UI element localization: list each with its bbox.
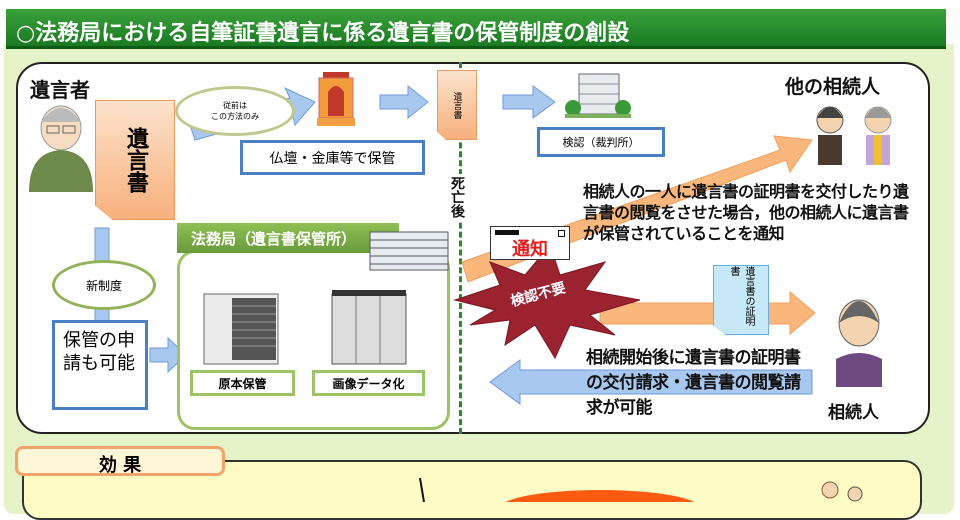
storage-cabinet-icon: [203, 293, 279, 365]
digitize-box: 画像データ化: [312, 370, 425, 396]
court-box: 検認（裁判所）: [537, 127, 665, 157]
storage-box: 仏壇・金庫等で保管: [240, 140, 425, 175]
testator-person-icon: [29, 105, 93, 192]
after-death-label: 死亡後: [447, 174, 467, 220]
blue-connector: [94, 227, 110, 263]
testator-will-document: 遺言書: [95, 100, 175, 220]
heir-label: 相続人: [828, 403, 879, 423]
blue-arrow-to-doc: [379, 84, 429, 120]
stamp-bar: [495, 230, 519, 235]
effect-illustration: [419, 478, 695, 502]
death-divider: [459, 62, 462, 434]
effect-tab: 効 果: [15, 446, 225, 476]
server-icon: [331, 290, 407, 365]
application-box: 保管の申請も可能: [52, 320, 148, 410]
blue-arrow-to-court: [502, 85, 556, 119]
office-title: 法務局（遺言書保管所）: [177, 223, 399, 253]
certificate-label: 遺言書の証明書: [728, 266, 754, 326]
altar-icon: [317, 72, 355, 126]
will-label: 遺言書: [123, 127, 148, 193]
court-building-icon: [565, 73, 631, 118]
notice-label: 通知: [512, 239, 548, 260]
stamp-square: [558, 230, 565, 237]
request-text: 相続開始後に遺言書の証明書の交付請求・遺言書の閲覧請求が可能: [586, 348, 801, 418]
other-heirs-label: 他の相続人: [785, 76, 881, 98]
small-will-document: 遺言書: [437, 70, 477, 140]
effect-people-icon: [821, 481, 863, 502]
page-title: ○法務局における自筆証書遺言に係る遺言書の保管制度の創設: [6, 9, 946, 49]
heir-person-icon: [836, 299, 882, 387]
certificate-document: 遺言書の証明書: [713, 265, 769, 335]
notice-text: 相続人の一人に遺言書の証明書を交付したり遺言書の閲覧をさせた場合，他の相続人に遺…: [583, 182, 909, 243]
blue-arrow-from-heir: [489, 359, 813, 405]
old-method-bubble: 従前は この方法のみ: [175, 86, 295, 136]
testator-label: 遺言者: [30, 78, 90, 102]
notice-envelope: 通知: [490, 226, 570, 260]
office-building-icon: [369, 231, 449, 271]
original-storage-box: 原本保管: [190, 370, 295, 396]
starburst: [453, 243, 641, 360]
small-will-label: 遺言書: [451, 91, 462, 119]
other-heirs-icon: [816, 106, 892, 165]
new-system-bubble: 新制度: [52, 260, 156, 310]
